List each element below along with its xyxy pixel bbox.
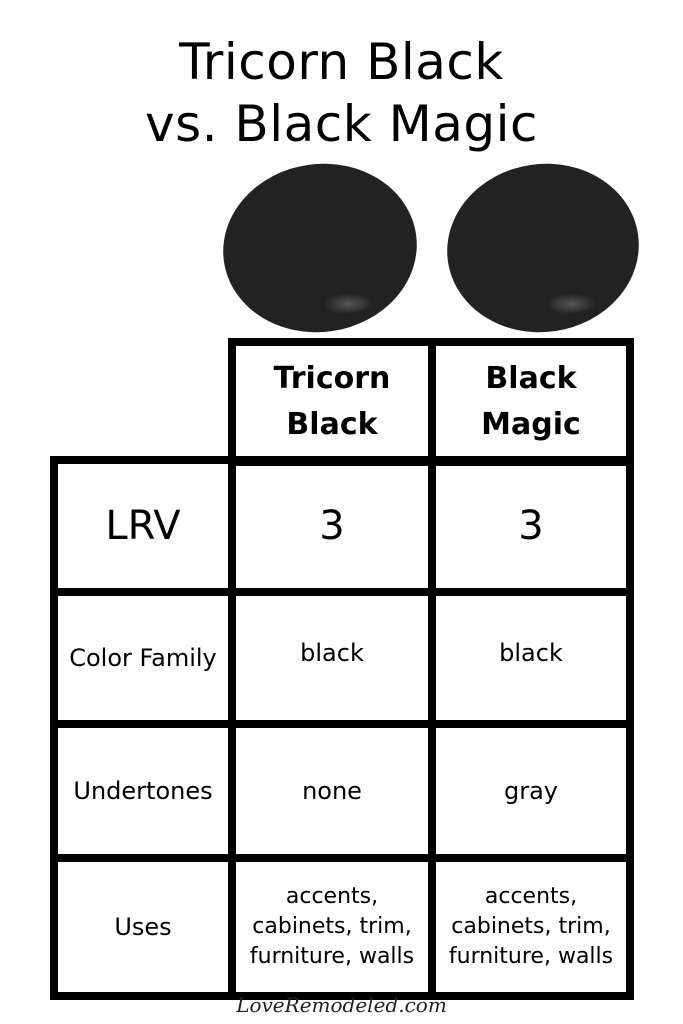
cell-uses-magic: accents, cabinets, trim, furniture, wall… bbox=[428, 854, 634, 1000]
header-text: Tricorn bbox=[273, 361, 391, 396]
header-text: Black bbox=[485, 361, 577, 396]
cell-uses-tricorn: accents, cabinets, trim, furniture, wall… bbox=[228, 854, 436, 1000]
row-label-uses: Uses bbox=[50, 854, 236, 1000]
cell-undertones-tricorn: none bbox=[228, 720, 436, 862]
cell-undertones-magic: gray bbox=[428, 720, 634, 862]
watermark: LoveRemodeled.com bbox=[236, 993, 447, 1017]
row-label-color-family: Color Family bbox=[50, 588, 236, 728]
cell-family-tricorn: black bbox=[228, 588, 436, 728]
title-line-2: vs. Black Magic bbox=[145, 95, 538, 153]
swatch-black-magic bbox=[447, 163, 639, 333]
header-text: Magic bbox=[481, 407, 581, 442]
title-line-1: Tricorn Black bbox=[179, 33, 504, 91]
row-label-lrv: LRV bbox=[50, 456, 236, 596]
row-label-undertones: Undertones bbox=[50, 720, 236, 862]
swatch-tricorn-black bbox=[223, 163, 417, 333]
header-text: Black bbox=[286, 407, 378, 442]
cell-lrv-magic: 3 bbox=[428, 456, 634, 596]
cell-family-magic: black bbox=[428, 588, 634, 728]
cell-lrv-tricorn: 3 bbox=[228, 456, 436, 596]
